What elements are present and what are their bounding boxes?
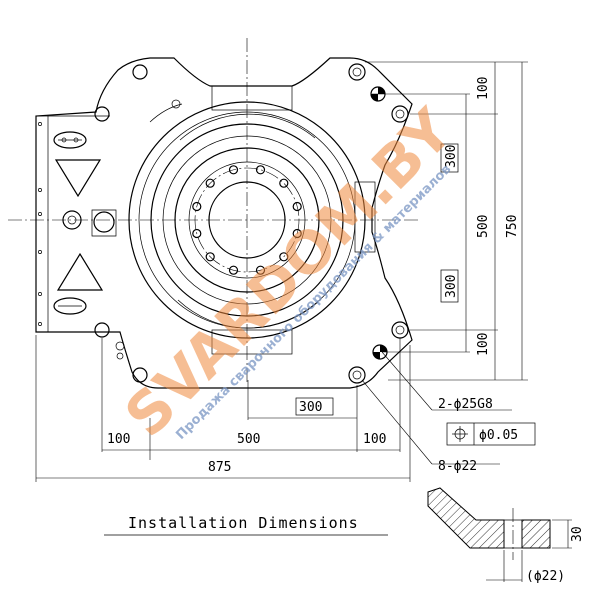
turntable-bolt-hole	[205, 252, 215, 262]
dim-bottom-total: 875	[208, 460, 231, 475]
section-height: 30	[570, 526, 585, 542]
turntable-bolt-hole	[292, 201, 302, 212]
dim-right-box-upper: 300	[444, 145, 459, 168]
turntable-bolt-hole	[228, 265, 239, 275]
dim-box-bottom	[295, 397, 334, 416]
bolt-hole	[94, 106, 110, 122]
section-hole: (ϕ22)	[526, 569, 565, 584]
section-view	[427, 487, 572, 582]
bolt-hole	[132, 64, 148, 80]
bolt-hole	[132, 367, 148, 383]
dim-bottom-box: 300	[299, 400, 322, 415]
dim-bottom-mid: 500	[237, 432, 260, 447]
callout-pin-holes: 2-ϕ25G8	[438, 397, 493, 412]
dim-right-mid: 500	[476, 215, 491, 238]
bolt-hole	[348, 366, 366, 384]
dim-right-bottom: 100	[476, 333, 491, 356]
turntable-bolt-hole	[192, 228, 202, 239]
turntable-bolt-hole	[192, 201, 202, 212]
dim-right-top: 100	[476, 77, 491, 100]
dim-bottom-right: 100	[363, 432, 386, 447]
turntable-bolt-hole	[255, 265, 266, 275]
turntable-bolt-hole	[292, 228, 302, 239]
turntable-bolt-hole	[279, 178, 289, 188]
turntable-bolt-hole	[279, 252, 289, 262]
bolt-hole	[94, 322, 110, 338]
turntable-bolt-hole	[228, 165, 239, 175]
bolt-hole	[391, 321, 409, 339]
dim-bottom-left: 100	[107, 432, 130, 447]
mounting-bolt-holes	[94, 63, 409, 384]
callout-leaders	[361, 351, 512, 465]
tolerance-frame	[446, 422, 536, 446]
center-lines	[8, 38, 420, 385]
callout-bolt-holes: 8-ϕ22	[438, 459, 477, 474]
dim-box-upper	[440, 143, 459, 173]
turntable-bolt-hole	[255, 165, 266, 175]
pin-holes	[370, 86, 388, 360]
watermark-brand: SVARDOM.BY	[112, 95, 467, 450]
left-flange-details	[38, 99, 183, 360]
dim-box-lower	[440, 269, 459, 303]
callout-tolerance: ϕ0.05	[479, 428, 518, 443]
right-dimensions	[365, 61, 528, 381]
turntable	[128, 101, 366, 339]
inner-bolt-holes	[192, 165, 302, 275]
drawing-title: Installation Dimensions	[128, 514, 359, 532]
bottom-dimensions	[35, 335, 411, 482]
dim-right-box-lower: 300	[444, 275, 459, 298]
bolt-hole	[391, 105, 409, 123]
dim-right-total: 750	[505, 215, 520, 238]
bolt-hole	[348, 63, 366, 81]
turntable-bolt-hole	[205, 178, 215, 188]
